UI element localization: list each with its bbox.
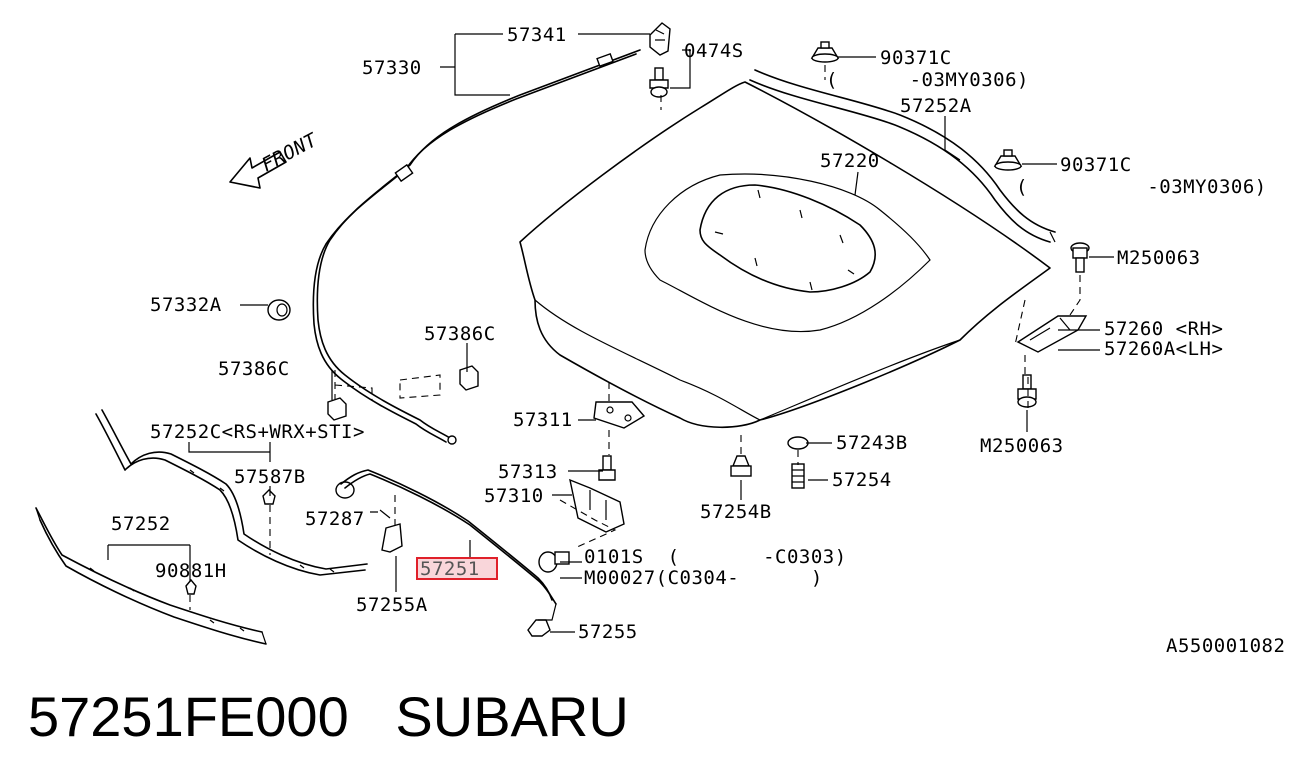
clip-57255 [527,619,551,637]
clip-57386C-b [327,397,347,421]
label-90371C-a-note: ( -03MY0306) [826,69,1029,91]
hood-panel [519,81,1051,429]
clip-90881H [185,578,197,595]
label-57341: 57341 [507,24,567,46]
label-57330: 57330 [362,57,422,79]
diagram-id: A550001082 [1166,635,1285,657]
label-90371C-a: 90371C [880,47,952,69]
release-cable [312,49,641,445]
label-57251: 57251 [420,558,480,580]
bumper-57254 [791,463,805,489]
caption: 57251FE000 SUBARU [28,684,629,749]
label-57311: 57311 [513,409,573,431]
label-57260: 57260 <RH> [1104,318,1223,340]
hinge-57311 [593,401,646,429]
label-90881H: 90881H [155,560,227,582]
bolt-0101S [538,551,570,573]
label-90371C-b-note: ( -03MY0306) [1016,176,1267,198]
assembly-lines [189,65,1081,610]
front-label: FRONT [258,128,322,176]
grommet-57332A [267,299,291,321]
label-M250063-b: M250063 [980,435,1064,457]
label-57332A: 57332A [150,294,222,316]
leader-lines [107,33,1114,633]
latch-57310 [569,478,625,533]
molding-57252 [35,507,267,645]
label-M00027: M00027(C0304- ) [584,567,823,589]
stopper-57243B [787,436,809,450]
bolt-0474S [649,67,669,98]
label-57287: 57287 [305,508,365,530]
label-90371C-b: 90371C [1060,154,1132,176]
label-57252: 57252 [111,513,171,535]
bumper-57254B [730,455,752,477]
label-57254B: 57254B [700,501,772,523]
clip-57287 [335,481,355,499]
front-arrow-icon [229,151,287,189]
label-57313: 57313 [498,461,558,483]
clip-57386C-a [459,365,479,391]
label-57310: 57310 [484,485,544,507]
bracket-57255A [381,523,403,553]
label-57255: 57255 [578,621,638,643]
caption-brand: SUBARU [395,685,629,748]
bolt-M250063-a [1070,242,1090,273]
molding-57252C [95,409,368,576]
label-57220: 57220 [820,150,880,172]
bracket-57260 [1016,315,1088,353]
label-57252C: 57252C<RS+WRX+STI> [150,421,365,443]
label-57260A: 57260A<LH> [1104,338,1223,360]
bumper-90371C-b [993,149,1023,171]
clip-57587B [262,489,276,505]
clip-57341 [649,22,671,56]
label-0101S: 0101S ( -C0303) [584,546,847,568]
label-57254: 57254 [832,469,892,491]
weatherstrip-57252A [749,69,1056,243]
label-57386C-a: 57386C [424,323,496,345]
label-57386C-b: 57386C [218,358,290,380]
bolt-57313 [598,455,616,481]
label-57243B: 57243B [836,432,908,454]
label-57587B: 57587B [234,466,306,488]
label-57252A: 57252A [900,95,972,117]
label-0474S: 0474S [684,40,744,62]
support-rod-57251 [340,469,557,621]
highlight-box [416,557,498,580]
part-labels: 57341 57330 0474S 90371C ( -03MY0306) 57… [111,24,1285,657]
bumper-90371C-a [810,41,840,63]
caption-part-number: 57251FE000 [28,685,349,748]
label-M250063-a: M250063 [1117,247,1201,269]
label-57255A: 57255A [356,594,428,616]
bolt-M250063-b [1017,374,1037,408]
